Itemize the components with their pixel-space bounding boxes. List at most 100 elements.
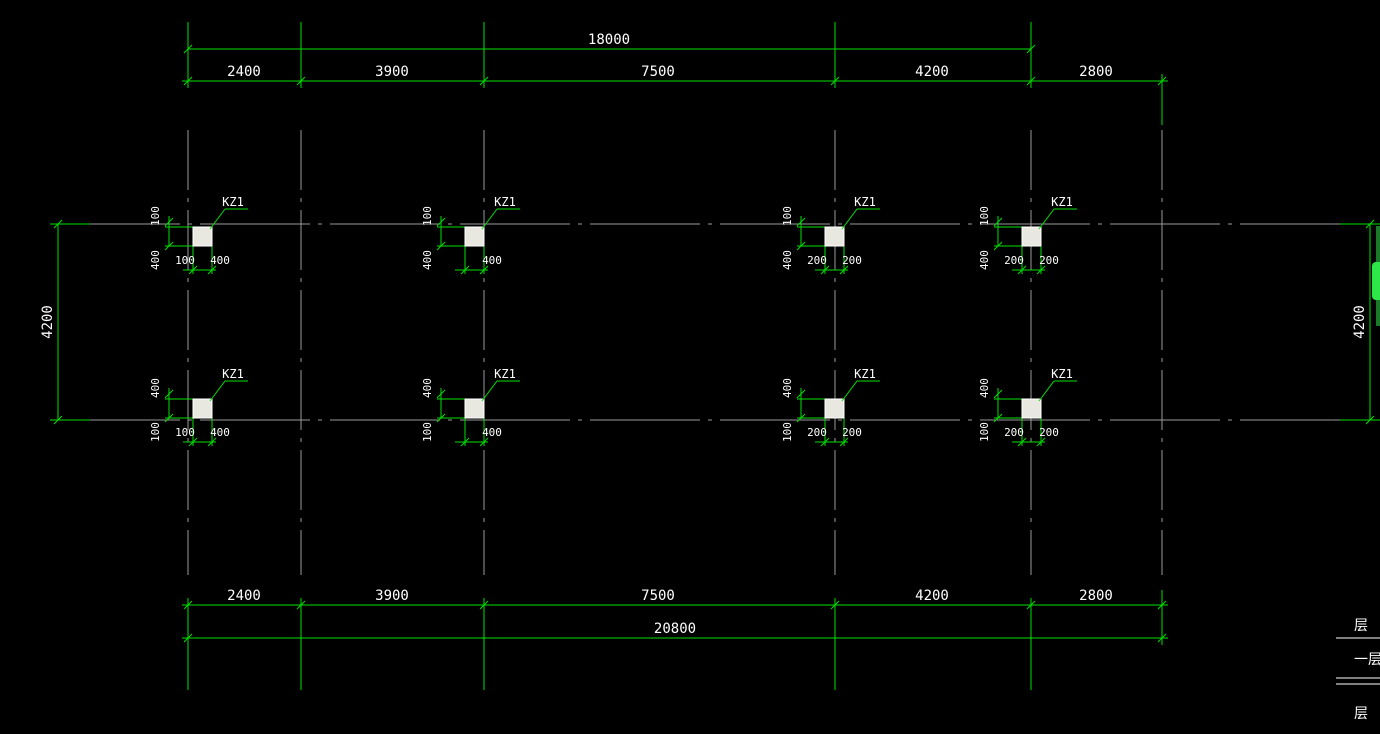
column-kz1 (1021, 226, 1042, 247)
dim-tick (839, 437, 849, 447)
column-tag-label: KZ1 (494, 195, 516, 209)
dim-tick (296, 600, 306, 610)
dim-label-column-h: 200 (807, 426, 827, 439)
dim-label-column-h: 100 (175, 254, 195, 267)
dim-tick (993, 241, 1003, 251)
column-tag-label: KZ1 (854, 367, 876, 381)
dim-tick (1157, 600, 1167, 610)
dim-tick (993, 413, 1003, 423)
dim-label-column-h: 200 (1039, 426, 1059, 439)
leader-line (841, 208, 858, 230)
dim-tick (796, 241, 806, 251)
dim-tick (1026, 44, 1036, 54)
dim-label-column-v: 100 (781, 422, 794, 442)
dim-tick (1365, 415, 1375, 425)
column-tag-label: KZ1 (494, 367, 516, 381)
column-kz1 (464, 226, 485, 247)
columns-layer (192, 208, 1077, 419)
dim-tick (479, 265, 489, 275)
dim-tick (164, 413, 174, 423)
column-tag-label: KZ1 (854, 195, 876, 209)
dim-tick (479, 600, 489, 610)
dim-label-column-h: 200 (1004, 254, 1024, 267)
dim-label-column-h: 200 (1039, 254, 1059, 267)
dim-tick (1017, 265, 1027, 275)
dim-label-column-v: 400 (781, 250, 794, 270)
column-tag-label: KZ1 (1051, 195, 1073, 209)
dim-tick (1036, 437, 1046, 447)
dim-label-column-v: 400 (421, 250, 434, 270)
dim-tick (436, 241, 446, 251)
dim-label-column-v: 100 (421, 422, 434, 442)
dim-label-top-bay: 4200 (915, 64, 949, 80)
dim-tick (436, 217, 446, 227)
dim-tick (796, 217, 806, 227)
side-fragment-3: 层 (1354, 706, 1368, 722)
dim-label-column-h: 400 (210, 426, 230, 439)
dim-label-column-v: 400 (421, 378, 434, 398)
leader-line (841, 380, 858, 402)
dim-label-column-h: 200 (842, 426, 862, 439)
dim-label-column-v: 400 (781, 378, 794, 398)
dim-label-column-v: 100 (781, 206, 794, 226)
dim-label-bottom-bay: 7500 (641, 588, 675, 604)
dim-tick (436, 413, 446, 423)
dim-tick (830, 600, 840, 610)
dim-label-top-overall: 18000 (588, 32, 630, 48)
dim-tick (188, 265, 198, 275)
side-fragment-2: 一层 (1354, 652, 1380, 668)
side-panel: 层 一层 层 (1336, 618, 1380, 722)
dim-tick (1036, 265, 1046, 275)
dim-tick (164, 389, 174, 399)
side-fragment-1: 层 (1354, 618, 1368, 634)
scrollbar-thumb[interactable] (1372, 262, 1380, 300)
dim-tick (436, 389, 446, 399)
leader-line (1038, 380, 1055, 402)
dim-tick (183, 600, 193, 610)
dim-tick (183, 44, 193, 54)
dim-label-column-h: 200 (807, 254, 827, 267)
dim-tick (164, 241, 174, 251)
dim-label-column-v: 400 (149, 378, 162, 398)
column-tag-label: KZ1 (222, 195, 244, 209)
dim-label-column-h: 100 (175, 426, 195, 439)
dim-tick (1026, 600, 1036, 610)
dim-tick (207, 437, 217, 447)
dim-tick (1157, 633, 1167, 643)
dim-label-column-h: 200 (1004, 426, 1024, 439)
dim-tick (296, 76, 306, 86)
dim-tick (183, 633, 193, 643)
dim-tick (460, 265, 470, 275)
dim-label-column-v: 400 (978, 378, 991, 398)
dim-label-column-v: 100 (149, 422, 162, 442)
dim-tick (164, 217, 174, 227)
dim-tick (993, 217, 1003, 227)
dim-label-left-span: 4200 (40, 305, 56, 339)
leader-line (481, 380, 498, 402)
column-kz1 (1021, 398, 1042, 419)
dim-label-column-h: 400 (482, 426, 502, 439)
dim-label-right-span: 4200 (1352, 305, 1368, 339)
column-kz1 (192, 398, 213, 419)
dim-label-top-bay: 2400 (227, 64, 261, 80)
dim-tick (796, 389, 806, 399)
column-kz1 (824, 398, 845, 419)
dim-tick (188, 437, 198, 447)
dim-tick (479, 76, 489, 86)
dim-tick (820, 437, 830, 447)
dim-tick (1017, 437, 1027, 447)
dim-label-column-h: 400 (210, 254, 230, 267)
dim-tick (839, 265, 849, 275)
dim-tick (1026, 76, 1036, 86)
dim-label-column-h: 400 (482, 254, 502, 267)
dim-label-column-v: 100 (149, 206, 162, 226)
dim-tick (183, 76, 193, 86)
dim-label-column-h: 200 (842, 254, 862, 267)
dim-label-bottom-bay: 2800 (1079, 588, 1113, 604)
dim-tick (207, 265, 217, 275)
dim-label-top-bay: 3900 (375, 64, 409, 80)
dim-tick (993, 389, 1003, 399)
axis-lines (70, 130, 1380, 575)
